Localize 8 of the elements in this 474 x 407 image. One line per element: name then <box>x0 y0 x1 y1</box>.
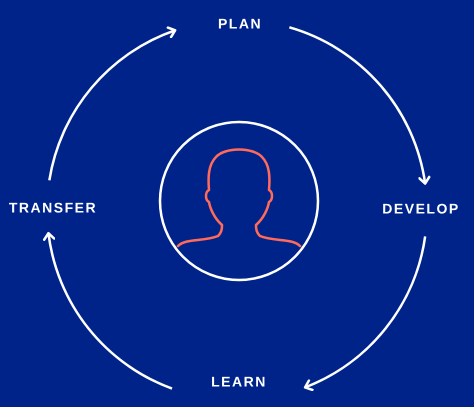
stage-label: PLAN <box>218 14 262 34</box>
stage-label: TRANSFER <box>8 198 98 218</box>
arrow <box>304 236 426 391</box>
arrow <box>288 26 430 185</box>
stage-label: DEVELOP <box>382 198 460 220</box>
arrow <box>43 232 173 390</box>
stage-label: LEARN <box>211 372 267 392</box>
arrow <box>48 26 176 181</box>
